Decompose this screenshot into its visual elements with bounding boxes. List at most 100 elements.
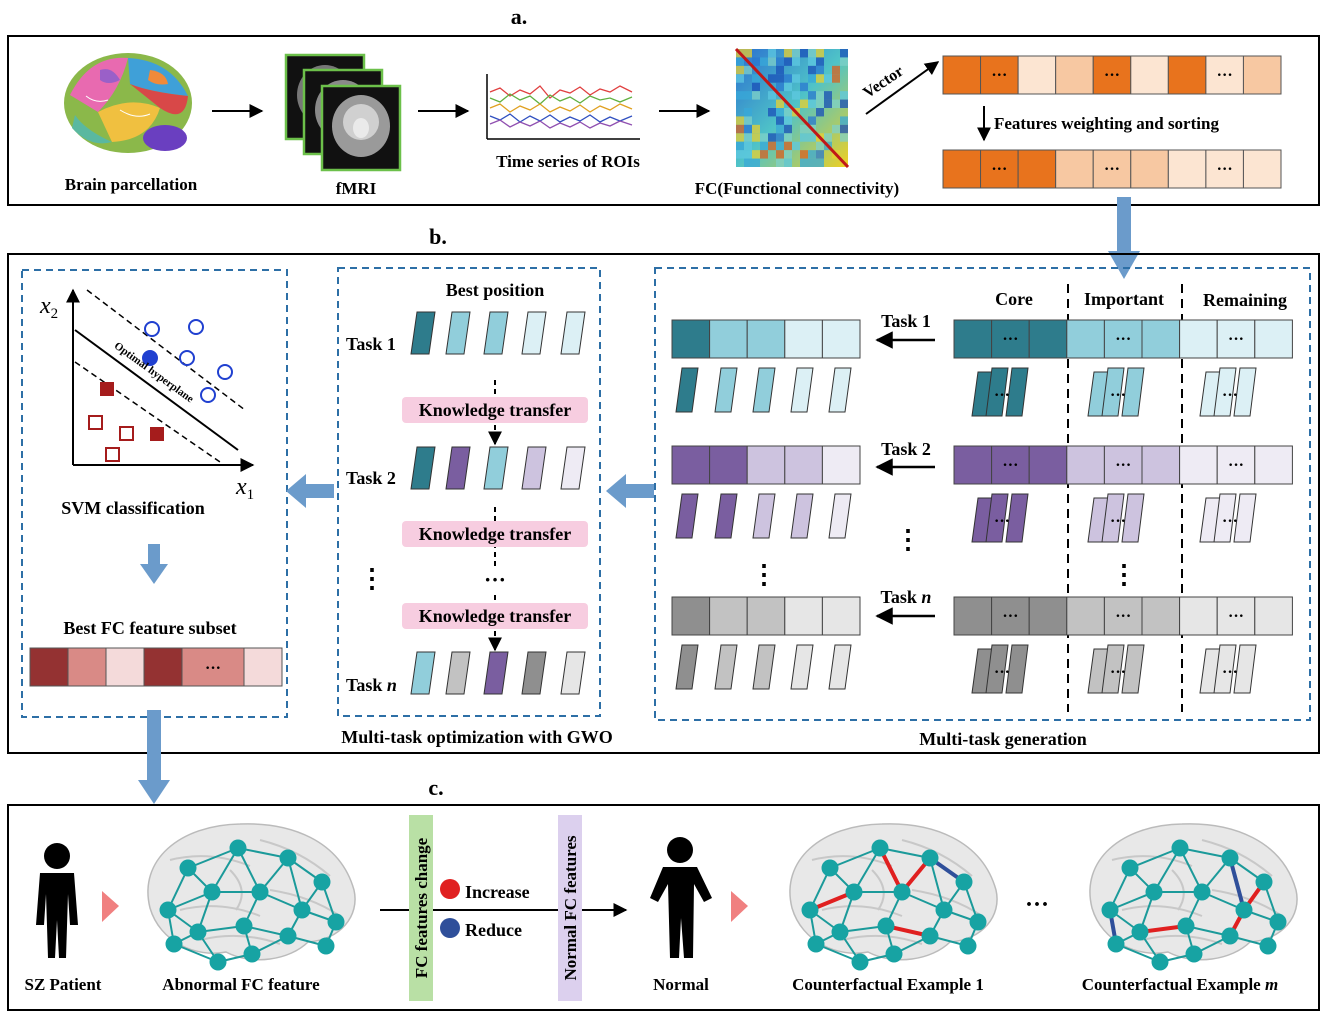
brain-fold xyxy=(821,905,903,917)
fc-cell xyxy=(744,116,752,125)
panel-a-label: a. xyxy=(511,4,528,29)
vector-cell xyxy=(1242,55,1282,95)
roi-node xyxy=(851,953,869,971)
fc-connection-line xyxy=(1129,847,1181,869)
fc-cell xyxy=(832,65,840,75)
feature-vector-cell xyxy=(1179,319,1218,359)
fc-cell xyxy=(784,57,792,66)
subset-cell xyxy=(29,647,69,687)
increase-label: Increase xyxy=(465,882,530,902)
brain-fold xyxy=(871,869,885,911)
fc-cell xyxy=(736,133,744,142)
brain-fold xyxy=(199,934,281,945)
fc-cell xyxy=(792,57,800,66)
ellipsis-glyph: ··· xyxy=(994,387,1010,404)
fc-cell xyxy=(736,65,744,75)
abnormal-label: Abnormal FC feature xyxy=(162,975,320,994)
patient-pointer-icon xyxy=(102,891,119,922)
fc-cell xyxy=(832,99,840,108)
grouped-card xyxy=(1101,644,1125,694)
svm-title: SVM classification xyxy=(61,498,205,518)
feature-vector-cell xyxy=(1066,319,1105,359)
roi-node xyxy=(313,873,331,891)
gen-vdots-right: ⋮ xyxy=(1111,560,1137,589)
normal-fc-badge xyxy=(558,815,582,1001)
fc-cell xyxy=(840,91,848,100)
vector-cell xyxy=(1242,149,1282,189)
fc-cell xyxy=(824,99,832,108)
wolf-position-card xyxy=(483,311,509,355)
fc-cell xyxy=(744,124,752,134)
connector-arrow-a-to-b xyxy=(1108,197,1140,279)
subset-cell xyxy=(181,647,245,687)
wolf-position-card xyxy=(410,446,436,490)
feature-vector-cell xyxy=(991,596,1030,636)
task-vector-cell xyxy=(784,319,823,359)
task-solution-card xyxy=(714,367,738,413)
time-series-plot xyxy=(486,74,640,140)
ellipsis-glyph: ··· xyxy=(1222,664,1238,681)
fc-cell xyxy=(776,99,784,108)
feature-vector-cell xyxy=(1216,596,1256,636)
kt-label-1: Knowledge transfer xyxy=(419,400,571,420)
fc-cell xyxy=(816,108,824,117)
roi-node xyxy=(807,935,825,953)
roi-node xyxy=(165,935,183,953)
task-solution-card xyxy=(790,493,814,539)
task-solution-card xyxy=(828,367,852,413)
fc-connection-line xyxy=(929,857,945,911)
fc-cell xyxy=(744,150,752,159)
best-subset-vector: ··· xyxy=(29,647,283,687)
roi-node xyxy=(845,883,863,901)
vector-cell xyxy=(980,55,1019,95)
best-position-label: Best position xyxy=(446,280,545,300)
fc-cell xyxy=(840,57,848,66)
panel-a-frame xyxy=(7,35,1320,206)
fmri-slices-icon xyxy=(284,53,402,172)
brain-parcellation-label: Brain parcellation xyxy=(65,175,198,194)
remaining-label: Remaining xyxy=(1203,290,1287,310)
gwo-box xyxy=(337,267,601,717)
wolf-position-card xyxy=(445,311,471,355)
feature-vector-cell xyxy=(953,445,993,485)
fc-cell xyxy=(760,141,768,151)
fc-cell xyxy=(808,74,816,83)
roi-node xyxy=(831,923,849,941)
kt-label-2: Knowledge transfer xyxy=(419,524,571,544)
fc-cell xyxy=(752,124,760,134)
fc-cell xyxy=(800,150,808,159)
brain-fold xyxy=(1111,855,1193,867)
roi-node xyxy=(821,859,839,877)
brain-fold xyxy=(811,855,893,867)
patient-person-icon xyxy=(36,843,78,958)
normal-label: Normal xyxy=(653,975,709,994)
counterfactual-1-brain xyxy=(789,823,998,971)
roi-node xyxy=(921,927,939,945)
roi-node xyxy=(189,923,207,941)
kt-label-3: Knowledge transfer xyxy=(419,606,571,626)
brain-fold xyxy=(229,869,243,911)
kt-badge-3 xyxy=(402,603,588,629)
fc-cell xyxy=(776,141,784,151)
fc-cell xyxy=(792,141,800,151)
vector-cell xyxy=(1167,149,1207,189)
grouped-card xyxy=(985,367,1009,417)
fc-cell xyxy=(736,150,744,159)
fc-cell xyxy=(840,124,848,134)
fc-cell xyxy=(776,133,784,142)
vector-cell xyxy=(1205,149,1244,189)
task-vector-cell xyxy=(709,596,748,636)
task-vector-cell xyxy=(746,445,786,485)
roi-node xyxy=(235,917,253,935)
roi-node xyxy=(1151,953,1169,971)
roi-node xyxy=(251,883,269,901)
grouped-card xyxy=(1121,644,1145,694)
gwo-task1-label: Task 1 xyxy=(346,334,396,354)
wolf-position-card xyxy=(483,446,509,490)
roi-node xyxy=(203,883,221,901)
fc-cell xyxy=(744,108,752,117)
x2-axis-label: x2 xyxy=(39,293,58,322)
fc-cell xyxy=(776,57,784,66)
gwo-taskn-label: Task n xyxy=(346,675,397,695)
gen-vdots-mid: ⋮ xyxy=(895,525,921,554)
